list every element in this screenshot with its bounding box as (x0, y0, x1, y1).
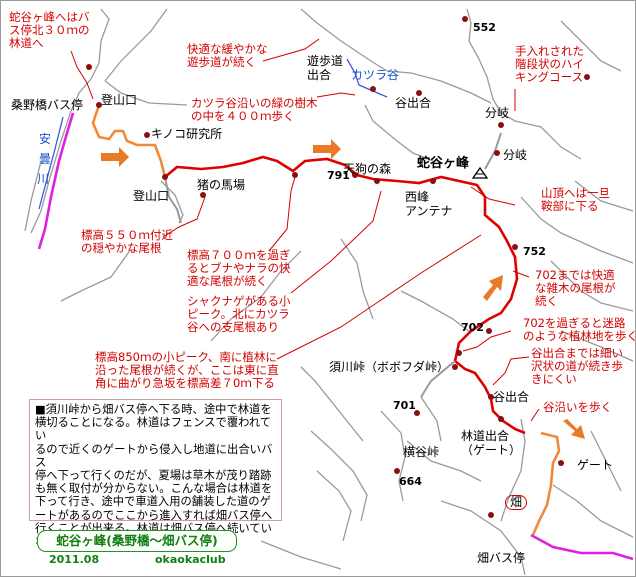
label-tanideai-2: 谷出合 (493, 390, 530, 404)
label-hebidani: 蛇谷ヶ峰 (417, 156, 470, 171)
map-title: 蛇谷ヶ峰(桑野橋～畑バス停) (37, 530, 237, 552)
elevation-552: 552 (473, 21, 496, 34)
label-rindo-1: 林道出合 (461, 429, 510, 443)
annotation-700: 標高７００ｍを過ぎるとブナやナラの快適な尾根が続く (187, 248, 291, 288)
katsura-stream (38, 58, 388, 210)
note-line: も無く取付が分からない。こんな場合は林道を (35, 482, 273, 496)
annotation-hiking-course: 手入れされた階段状のハイキングコース (515, 44, 584, 84)
label-river-1: 安 (39, 132, 52, 146)
ado-river (37, 112, 634, 561)
label-river-3: 川 (37, 172, 50, 186)
label-hata-bus: 畑バス停 (477, 551, 526, 565)
label-inoshishi: 猪の馬場 (197, 178, 246, 192)
annotation-tanideai: 谷出合までは細い沢状の道が続き歩きにくい (531, 346, 623, 386)
label-yokogurai: 横谷峠 (403, 445, 440, 459)
note-line: 横切ることになる。林道はフェンスで覆われてい (35, 416, 272, 443)
label-hata: 畑 (505, 495, 528, 510)
elevation-752: 752 (523, 245, 546, 258)
elevation-702: 702 (461, 321, 484, 334)
label-yuhodo-2: 出合 (307, 68, 332, 82)
summit-triangle (471, 166, 489, 179)
annotation-tanizoi: 谷沿いを歩く (543, 400, 612, 414)
leader-lines (70, 38, 540, 422)
elevation-664: 664 (399, 475, 422, 488)
map-date: 2011.08 (49, 553, 100, 566)
access-paths (91, 104, 561, 536)
elevation-701: 701 (393, 399, 416, 412)
label-sugawa: 須川峠（ボボフダ峠） (329, 360, 450, 374)
annotation-850: 標高850ｍの小ピーク、南に植林に沿った尾根が続くが、ここは東に直角に曲がり急坂… (95, 350, 279, 390)
label-bunki-2: 分岐 (503, 148, 528, 162)
annotation-702-ridge: 702までは快適な雑木の尾根が続く (535, 268, 616, 308)
note-line: 下って行き、途中で車道入用の舗装した道のゲ (35, 495, 271, 509)
label-river-2: 曇 (39, 152, 52, 166)
main-route (164, 155, 526, 435)
note-box: ■須川峠から畑バス停へ下る時、途中で林道を 横切ることになる。林道はフェンスで覆… (29, 399, 282, 548)
label-kuwanobashi: 桑野橋バス停 (11, 98, 84, 112)
label-katsuradani: カツラ谷 (351, 68, 400, 82)
direction-arrows (101, 139, 585, 439)
label-rindo-2: （ゲート） (461, 443, 522, 457)
point-markers (86, 16, 590, 518)
contour-lines (24, 8, 634, 576)
label-gate: ゲート (577, 458, 614, 472)
label-kinoko: キノコ研究所 (151, 127, 223, 141)
annotation-katsura: カツラ谷沿いの緑の樹木の中を４００ｍ歩く (191, 96, 318, 123)
label-tozanguchi-1: 登山口 (101, 93, 138, 107)
label-yuhodo-1: 遊歩道 (307, 54, 344, 68)
note-line: 停へ下って行くのだが、夏場は草木が茂り踏跡 (35, 469, 272, 483)
annotation-saddle: 山頂へは一旦鞍部に下る (541, 186, 610, 213)
label-bunki-1: 分岐 (485, 106, 510, 120)
elevation-791: 791 (327, 169, 350, 182)
club-name: okaokaclub (155, 553, 226, 566)
note-line: るので近くのゲートから侵入し地道に出合いバス (35, 442, 273, 469)
note-line: ートがあるのでここから進入すれば畑バス停へ (35, 508, 273, 522)
label-tanideai-1: 谷出合 (395, 96, 432, 110)
label-nishimine-1: 西峰 (405, 190, 430, 204)
annotation-550: 標高５５０ｍ付近の穏やかな尾根 (81, 228, 173, 255)
label-tengu: 天狗の森 (343, 162, 392, 176)
annotation-702-maze: 702を過ぎると迷路のような植林地を歩く (523, 316, 636, 343)
annotation-bus-stop: 蛇谷ヶ峰へはバス停北３０ｍの林道へ (9, 10, 90, 50)
note-line: ■須川峠から畑バス停へ下る時、途中で林道を (35, 403, 272, 416)
label-nishimine-2: アンテナ (405, 204, 453, 218)
label-tozanguchi-2: 登山口 (133, 189, 170, 203)
annotation-shakunage: シャクナゲがある小ピーク。北にカツラ谷への支尾根あり (187, 294, 291, 334)
annotation-yuhodo: 快適な緩やかな遊歩道が続く (187, 42, 268, 69)
